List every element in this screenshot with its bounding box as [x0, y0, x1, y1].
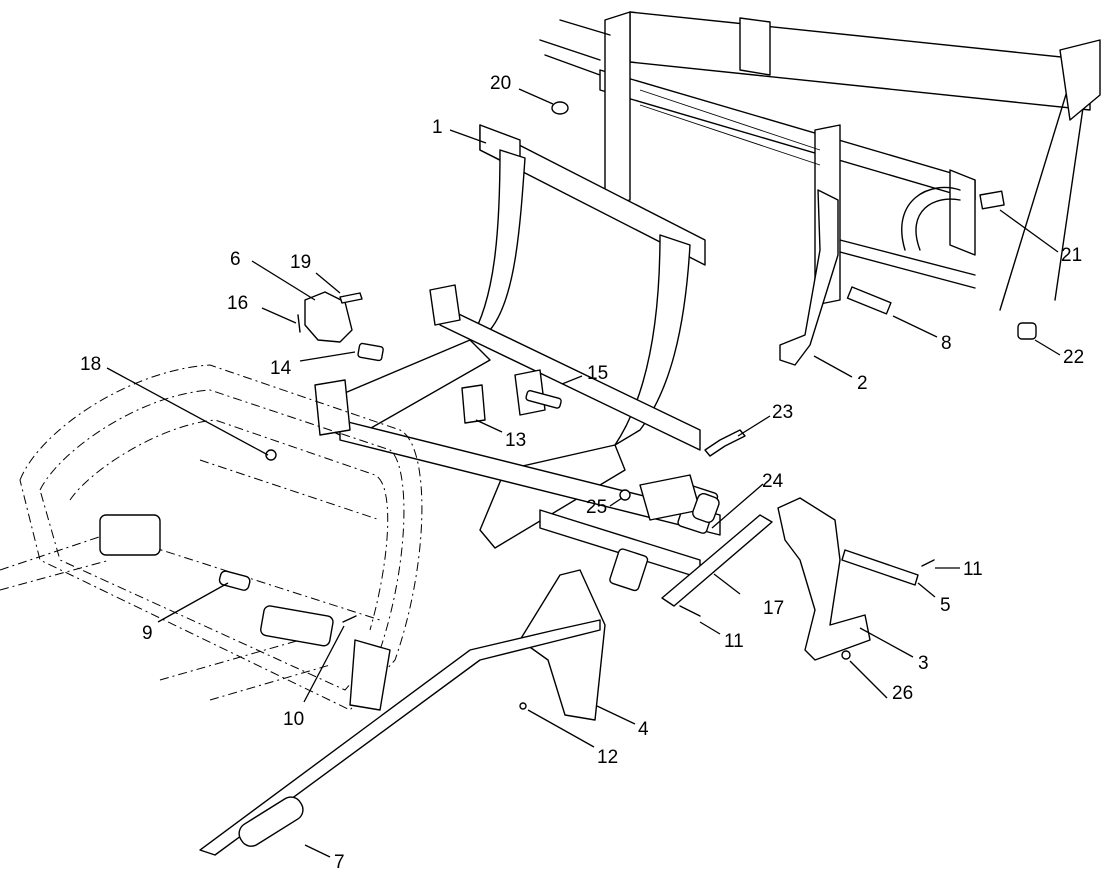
- callout-12: 12: [597, 747, 618, 768]
- callout-13: 13: [505, 430, 526, 451]
- part-12-fitting: [519, 702, 527, 710]
- deck-assembly-phantom: [0, 364, 423, 711]
- part-11-pin-right: [921, 559, 935, 567]
- callout-26: 26: [892, 683, 913, 704]
- callout-19: 19: [290, 252, 311, 273]
- deck-hardware: [99, 449, 391, 711]
- part-19-bolt: [339, 292, 363, 304]
- part-21-bumper: [979, 190, 1005, 210]
- part-17-rod: [661, 514, 773, 607]
- callout-16: 16: [227, 293, 248, 314]
- callout-8: 8: [941, 333, 952, 354]
- part-9-pin: [218, 570, 251, 591]
- part-18-nut: [265, 449, 277, 461]
- callout-17: 17: [763, 598, 784, 619]
- part-25-nut: [619, 489, 631, 501]
- callout-24: 24: [762, 471, 784, 492]
- part-6-plate: [304, 291, 353, 343]
- callout-6: 6: [230, 249, 241, 270]
- callout-14: 14: [270, 358, 292, 379]
- part-13-plate: [461, 384, 486, 424]
- callout-11-right: 11: [963, 559, 983, 580]
- part-2-hanger: [779, 189, 839, 366]
- part-1-main-frame: [314, 124, 721, 592]
- part-7-grip: [238, 796, 304, 847]
- part-5-pin: [841, 549, 919, 586]
- callout-10: 10: [283, 709, 304, 730]
- callout-labels: 1 2 3 4 5 6 7 8 9 10 11 11 12 13 14 15 1…: [80, 73, 1084, 873]
- callout-23: 23: [772, 402, 793, 423]
- part-14-pin: [357, 342, 384, 362]
- part-20-plug: [551, 101, 569, 115]
- part-3-arm: [777, 497, 871, 661]
- callout-25: 25: [586, 497, 607, 518]
- part-23-tube: [704, 429, 746, 457]
- callout-1: 1: [432, 117, 443, 138]
- callout-11-left: 11: [724, 631, 744, 652]
- callout-3: 3: [918, 653, 929, 674]
- callout-7: 7: [334, 852, 345, 873]
- callout-18: 18: [80, 354, 101, 375]
- vehicle-frame: [539, 11, 1101, 311]
- callout-4: 4: [638, 719, 649, 740]
- callout-5: 5: [940, 595, 951, 616]
- part-22-cap: [1017, 322, 1037, 340]
- part-26-nut: [841, 650, 851, 660]
- callout-21: 21: [1061, 245, 1082, 266]
- part-24-bushing: [692, 492, 720, 523]
- part-15-pin: [525, 389, 562, 409]
- callout-15: 15: [587, 363, 608, 384]
- callout-20: 20: [490, 73, 511, 94]
- callout-2: 2: [857, 373, 868, 394]
- callout-9: 9: [142, 623, 153, 644]
- leader-lines: [106, 88, 1061, 858]
- part-8-pin: [846, 286, 892, 315]
- part-10-pin: [342, 615, 357, 623]
- callout-22: 22: [1063, 347, 1084, 368]
- part-16-pin: [297, 314, 301, 333]
- part-11-pin-left: [679, 605, 701, 617]
